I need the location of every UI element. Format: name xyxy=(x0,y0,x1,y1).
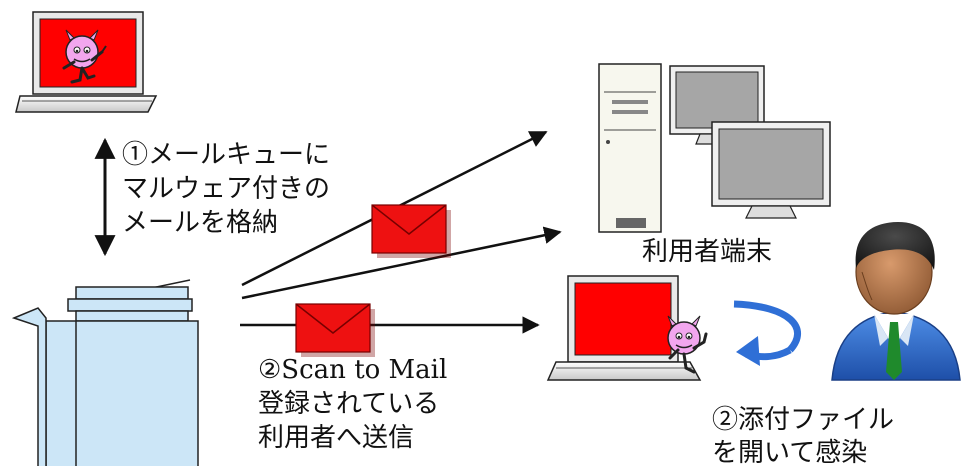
open-arrowhead xyxy=(736,336,760,366)
send-arrow-middle xyxy=(241,226,562,300)
label-mail-queue-line-3: メールを格納 xyxy=(122,208,278,238)
label-mail-queue-line-1: ①メールキューに xyxy=(122,140,330,170)
victim-laptop xyxy=(546,275,708,381)
label-open-attachment-line-1: ②添付ファイル xyxy=(712,405,894,435)
envelope-icon xyxy=(295,303,375,357)
demon-icon xyxy=(62,29,107,84)
user-person-icon xyxy=(831,222,961,381)
label-scan-to-mail-line-1: ②Scan to Mail xyxy=(258,355,447,385)
label-user-terminals: 利用者端末 xyxy=(642,237,772,267)
label-scan-to-mail-line-3: 利用者へ送信 xyxy=(258,423,414,453)
attacker-laptop xyxy=(15,11,158,113)
label-open-attachment-line-2: を開いて感染 xyxy=(712,438,867,466)
demon-icon xyxy=(667,315,708,374)
open-arrow xyxy=(733,300,802,353)
label-scan-to-mail-line-2: 登録されている xyxy=(258,389,439,419)
envelope-icon xyxy=(371,204,451,258)
multifunction-printer xyxy=(11,279,199,471)
label-mail-queue-line-2: マルウェア付きの xyxy=(122,174,330,204)
user-terminals-group xyxy=(598,63,831,233)
